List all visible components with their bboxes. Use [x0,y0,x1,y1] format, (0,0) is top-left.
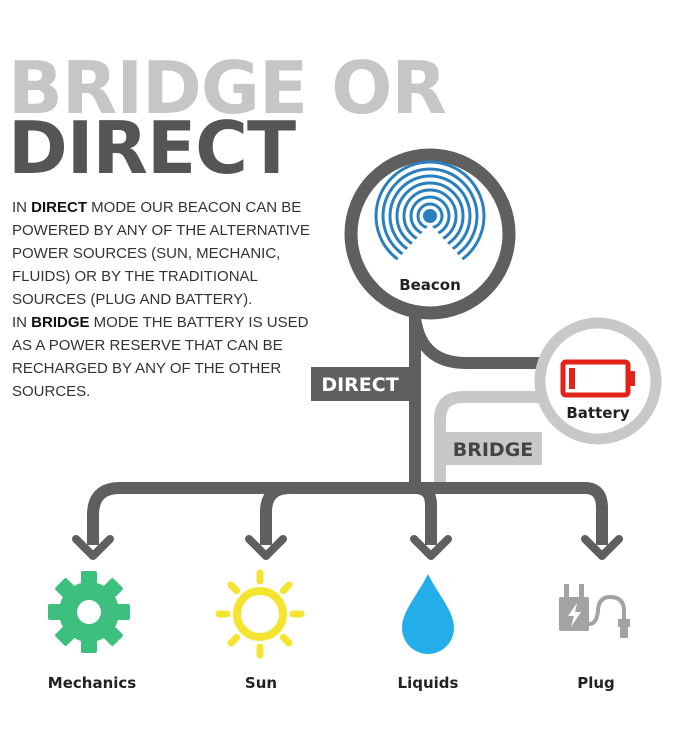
desc-p2-post: MODE THE BATTERY IS USED AS A POWER RESE… [12,314,309,400]
beacon-node: Beacon [344,148,516,320]
direct-box: DIRECT [311,367,409,401]
desc-p2-bold: BRIDGE [31,314,90,331]
battery-icon [560,359,635,398]
description: IN DIRECT MODE OUR BEACON CAN BE POWERED… [12,196,312,403]
sun-icon [215,569,305,659]
beacon-dot [423,209,437,223]
plug-label: Plug [577,674,615,692]
battery-branch-line [409,316,553,369]
arrow-heads [72,535,623,560]
main-bus-line [87,482,608,545]
arrow-plug-icon [581,535,623,560]
mechanics-label: Mechanics [48,674,137,692]
sun-label: Sun [245,674,277,692]
title-line-2: DIRECT [8,106,296,190]
bridge-label: BRIDGE [453,439,534,461]
arrow-liquids-icon [410,535,452,560]
gear-icon [48,571,130,653]
liquids-label: Liquids [398,674,459,692]
bridge-box: BRIDGE [445,432,542,465]
arrow-mechanics-icon [72,535,114,560]
battery-node: Battery [534,317,662,445]
desc-p1-bold: DIRECT [31,199,88,216]
beacon-label: Beacon [399,276,461,294]
arrow-sun-icon [245,535,287,560]
water-drop-icon [402,574,454,654]
title-line-1: BRIDGE OR [8,46,447,130]
battery-label: Battery [566,404,629,422]
beacon-wedge [383,224,477,275]
desc-p1-pre: IN [12,199,32,216]
desc-p1-post: MODE OUR BEACON CAN BE POWERED BY ANY OF… [12,199,310,308]
direct-label: DIRECT [321,374,398,396]
bridge-line [434,391,552,482]
distribution-lines [87,296,608,545]
plug-icon [559,584,630,638]
desc-p2-pre: IN [12,314,32,331]
